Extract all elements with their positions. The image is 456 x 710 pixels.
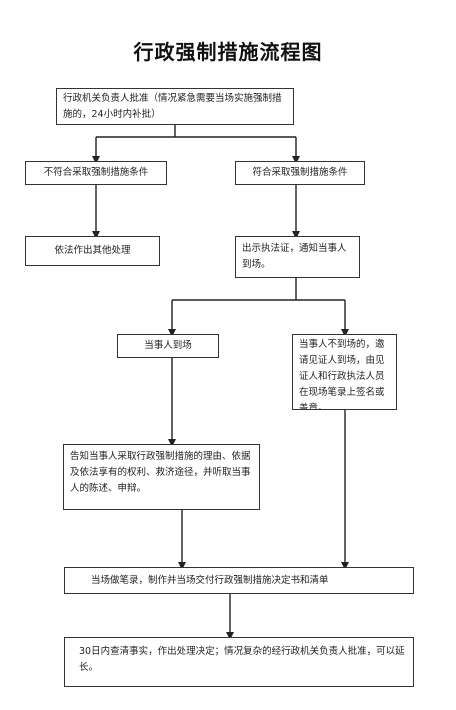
node-approval: 行政机关负责人批准（情况紧急需要当场实施强制措施的，24小时内补批）	[56, 88, 294, 125]
node-not-qualified: 不符合采取强制措施条件	[25, 161, 167, 185]
node-show-certificate: 出示执法证，通知当事人到场。	[235, 236, 360, 278]
node-inform: 告知当事人采取行政强制措施的理由、依据及依法享有的权利、救济途径，并听取当事人的…	[63, 444, 260, 510]
node-verify: 30日内查清事实，作出处理决定；情况复杂的经行政机关负责人批准，可以延长。	[64, 637, 414, 687]
node-party-absent: 当事人不到场的，邀请见证人到场，由见证人和行政执法人员在现场笔录上签名或盖章。	[292, 334, 397, 410]
node-qualified: 符合采取强制措施条件	[235, 161, 365, 185]
page-title: 行政强制措施流程图	[133, 40, 323, 64]
node-other-handling: 依法作出其他处理	[25, 236, 160, 266]
node-record: 当场做笔录，制作并当场交付行政强制措施决定书和清单	[64, 567, 414, 594]
node-party-present: 当事人到场	[117, 334, 219, 358]
